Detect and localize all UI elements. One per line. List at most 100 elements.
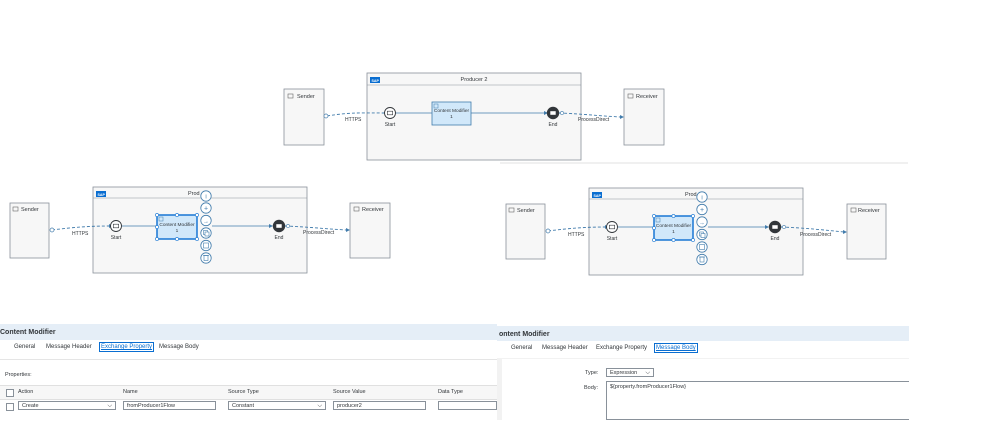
svg-text:Receiver: Receiver xyxy=(858,208,880,214)
column-data-type: Data Type xyxy=(438,389,463,395)
pool-title: Producer 2 xyxy=(461,77,488,83)
type-select[interactable]: Expression⌵ xyxy=(606,368,654,377)
content-modifier-step[interactable]: Content Modifier 1 xyxy=(431,101,472,126)
svg-text:End: End xyxy=(275,235,284,241)
svg-text:Content Modifier: Content Modifier xyxy=(656,223,692,229)
svg-text:+: + xyxy=(700,207,704,214)
svg-text:SAP: SAP xyxy=(594,194,602,198)
tab-content: Properties: Action Name Source Type Sour… xyxy=(0,359,497,430)
info-icon[interactable]: i xyxy=(696,191,708,203)
data-type-input[interactable] xyxy=(438,401,497,410)
start-event[interactable]: Start xyxy=(384,107,396,129)
row-checkbox[interactable] xyxy=(6,403,14,411)
selection-handles xyxy=(155,213,199,241)
chevron-down-icon: ⌵ xyxy=(107,403,112,409)
end-event[interactable]: End xyxy=(272,219,286,242)
tab-message-header[interactable]: Message Header xyxy=(542,345,588,351)
table-row: Create⌵ fromProducer1Flow Constant⌵ prod… xyxy=(0,400,497,414)
arrow-right-icon[interactable]: → xyxy=(200,214,212,227)
sender-participant[interactable]: Sender xyxy=(283,88,325,146)
envelope-icon xyxy=(772,225,778,229)
select-all-checkbox[interactable] xyxy=(6,389,14,397)
svg-text:Sender: Sender xyxy=(517,208,535,214)
diagram-left: Sender SAP Prod Receiver HTTPS Start Con… xyxy=(9,186,391,274)
svg-text:SAP: SAP xyxy=(98,193,106,197)
envelope-icon xyxy=(276,224,282,228)
svg-text:End: End xyxy=(771,236,780,242)
receiver-participant[interactable]: Receiver xyxy=(623,88,665,146)
tab-message-header[interactable]: Message Header xyxy=(46,344,92,350)
tab-general[interactable]: General xyxy=(511,345,533,351)
source-value-input[interactable]: producer2 xyxy=(333,401,426,410)
arrow-right-icon[interactable]: → xyxy=(696,216,708,228)
context-palette: i + → xyxy=(696,191,708,266)
receiver-participant[interactable]: Receiver xyxy=(349,202,391,259)
tab-exchange-property[interactable]: Exchange Property xyxy=(596,345,648,351)
end-event[interactable]: End xyxy=(768,220,782,243)
svg-text:→: → xyxy=(203,219,209,225)
svg-text:1: 1 xyxy=(672,229,675,235)
body-textarea[interactable]: ${property.fromProducer1Flow} xyxy=(606,381,909,420)
column-source-type: Source Type xyxy=(228,389,259,395)
receiver-label: Receiver xyxy=(636,94,658,100)
svg-text:HTTPS: HTTPS xyxy=(72,231,89,237)
info-icon[interactable]: i xyxy=(200,190,212,202)
participant-icon xyxy=(353,206,360,212)
add-icon[interactable]: + xyxy=(696,203,708,216)
svg-text:ProcessDirect: ProcessDirect xyxy=(800,232,832,238)
panel-header xyxy=(0,324,497,340)
svg-text:End: End xyxy=(549,122,558,128)
step-icon xyxy=(158,216,164,222)
https-label: HTTPS xyxy=(345,117,362,123)
svg-text:→: → xyxy=(699,221,705,227)
content-modifier-step[interactable]: Content Modifier 1 xyxy=(155,213,199,241)
sender-participant[interactable]: Sender xyxy=(505,203,546,260)
end-event[interactable]: End xyxy=(546,106,560,129)
name-input[interactable]: fromProducer1Flow xyxy=(123,401,216,410)
type-label: Type: xyxy=(585,370,599,376)
processdirect-channel xyxy=(284,225,348,231)
svg-text:1: 1 xyxy=(176,228,179,234)
duplicate-icon[interactable] xyxy=(200,227,212,239)
participant-icon xyxy=(627,93,634,99)
pool-title: Prod xyxy=(685,192,697,198)
sap-logo xyxy=(370,77,380,83)
svg-text:+: + xyxy=(204,206,208,213)
add-icon[interactable]: + xyxy=(200,202,212,214)
tab-bar: General Message Header Exchange Property… xyxy=(497,341,909,358)
action-select[interactable]: Create⌵ xyxy=(18,401,116,410)
integration-pool[interactable]: SAP Producer 2 xyxy=(366,72,582,161)
source-type-select[interactable]: Constant⌵ xyxy=(228,401,326,410)
envelope-icon xyxy=(386,110,393,116)
tab-bar: General Message Header Exchange Property… xyxy=(0,340,497,359)
column-action: Action xyxy=(18,389,34,395)
content-modifier-step[interactable]: Content Modifier 1 xyxy=(652,214,695,242)
svg-text:Sender: Sender xyxy=(21,207,39,213)
duplicate-icon[interactable] xyxy=(696,228,708,241)
tab-message-body[interactable]: Message Body xyxy=(159,344,199,350)
sender-participant[interactable]: Sender xyxy=(9,202,50,259)
integration-pool[interactable]: SAP Prod xyxy=(588,187,804,276)
copy-icon[interactable] xyxy=(696,241,708,253)
integration-pool[interactable]: SAP Prod xyxy=(92,186,308,274)
table-header-row: Action Name Source Type Source Value Dat… xyxy=(0,385,497,400)
copy-icon[interactable] xyxy=(200,239,212,252)
start-event[interactable]: Start xyxy=(110,220,122,242)
context-palette: i + → xyxy=(200,190,212,264)
participant-icon xyxy=(508,207,515,213)
tab-exchange-property[interactable]: Exchange Property xyxy=(99,342,155,352)
envelope-icon xyxy=(550,111,556,115)
https-channel xyxy=(326,112,386,117)
selection-handles xyxy=(652,214,695,242)
column-name: Name xyxy=(123,389,138,395)
tab-message-body[interactable]: Message Body xyxy=(654,343,698,353)
start-event[interactable]: Start xyxy=(606,221,618,243)
svg-text:Start: Start xyxy=(607,236,618,242)
receiver-participant[interactable]: Receiver xyxy=(846,203,887,260)
delete-icon[interactable] xyxy=(200,252,212,264)
svg-text:Receiver: Receiver xyxy=(362,207,384,213)
panel-header xyxy=(497,326,909,341)
delete-icon[interactable] xyxy=(696,253,708,266)
tab-general[interactable]: General xyxy=(14,344,36,350)
sap-logo xyxy=(96,191,106,197)
